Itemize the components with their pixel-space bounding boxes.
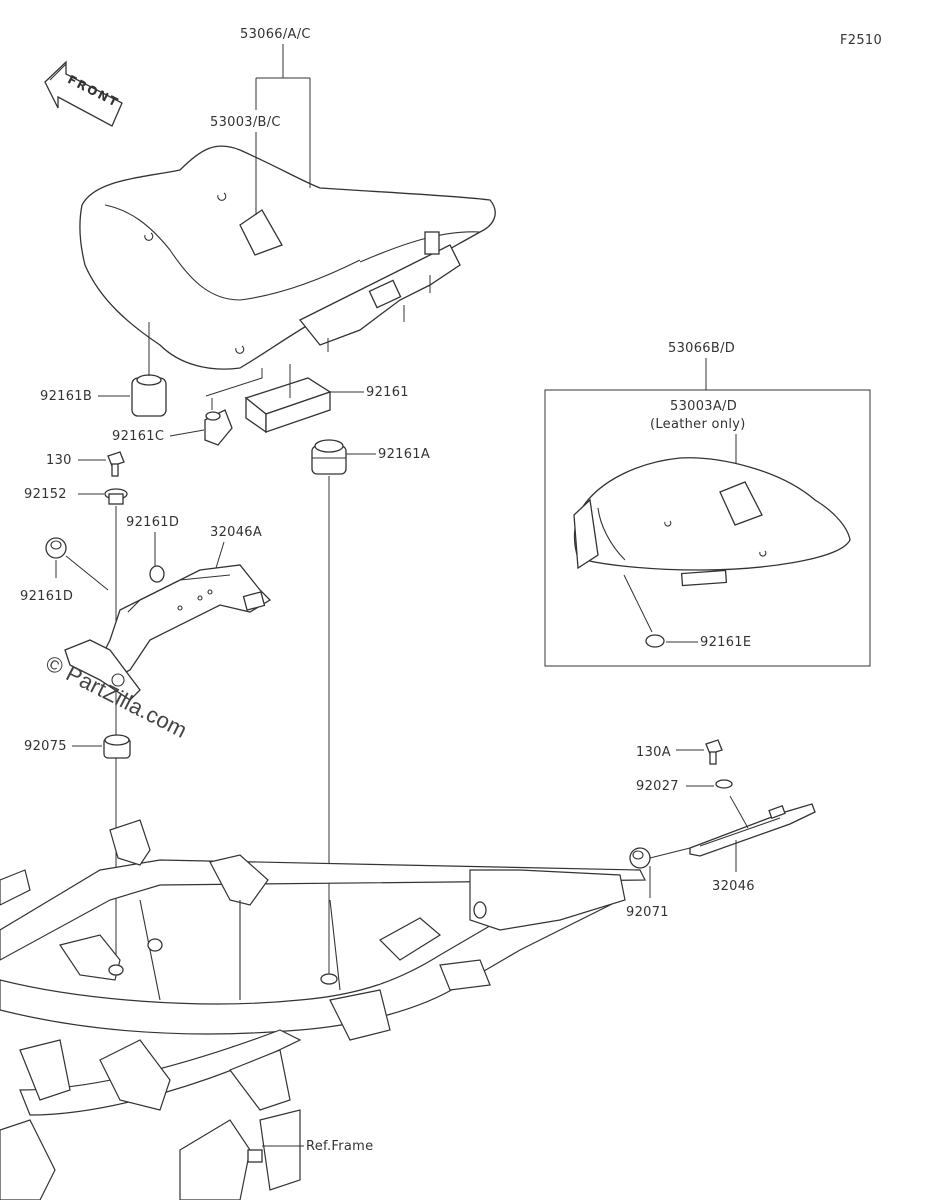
label-53003-b-c: 53003/B/C — [210, 115, 281, 130]
part-130a-bolt — [705, 739, 723, 765]
part-32046a-bracket — [64, 564, 272, 701]
diagram-code: F2510 — [840, 33, 882, 48]
part-92161e — [645, 634, 665, 648]
label-92161b: 92161B — [40, 389, 92, 404]
part-32046-bar — [689, 803, 816, 857]
inset-box — [544, 389, 871, 667]
label-92161a: 92161A — [378, 447, 430, 462]
label-53066-b-d: 53066B/D — [668, 341, 735, 356]
part-92161a — [311, 439, 347, 475]
part-92152-washer — [104, 488, 128, 505]
part-92161d-top — [149, 565, 165, 583]
frame — [0, 819, 646, 1200]
part-92075 — [103, 734, 131, 759]
label-92161d-top: 92161D — [126, 515, 179, 530]
label-92161d-left: 92161D — [20, 589, 73, 604]
seat-leather-inset — [573, 457, 851, 587]
part-92071 — [629, 847, 651, 869]
part-92027 — [715, 779, 733, 789]
label-92161: 92161 — [366, 385, 409, 400]
part-130-bolt — [107, 451, 125, 477]
seat-main — [79, 145, 496, 370]
label-ref-frame: Ref.Frame — [306, 1139, 373, 1154]
front-arrow-icon: FRONT — [44, 60, 123, 127]
label-92152: 92152 — [24, 487, 67, 502]
label-53003-a-d: 53003A/D — [670, 399, 737, 414]
label-32046: 32046 — [712, 879, 755, 894]
part-92161b — [131, 374, 167, 417]
label-92161e: 92161E — [700, 635, 751, 650]
label-92075: 92075 — [24, 739, 67, 754]
part-92161 — [244, 377, 332, 434]
label-92071: 92071 — [626, 905, 669, 920]
inset-note: (Leather only) — [650, 417, 746, 432]
part-92161d-left — [45, 537, 67, 559]
label-92027: 92027 — [636, 779, 679, 794]
label-130a: 130A — [636, 745, 671, 760]
label-130: 130 — [46, 453, 72, 468]
label-92161c: 92161C — [112, 429, 164, 444]
part-92161c — [204, 409, 233, 446]
label-32046a: 32046A — [210, 525, 262, 540]
label-53066-a-c: 53066/A/C — [240, 27, 311, 42]
